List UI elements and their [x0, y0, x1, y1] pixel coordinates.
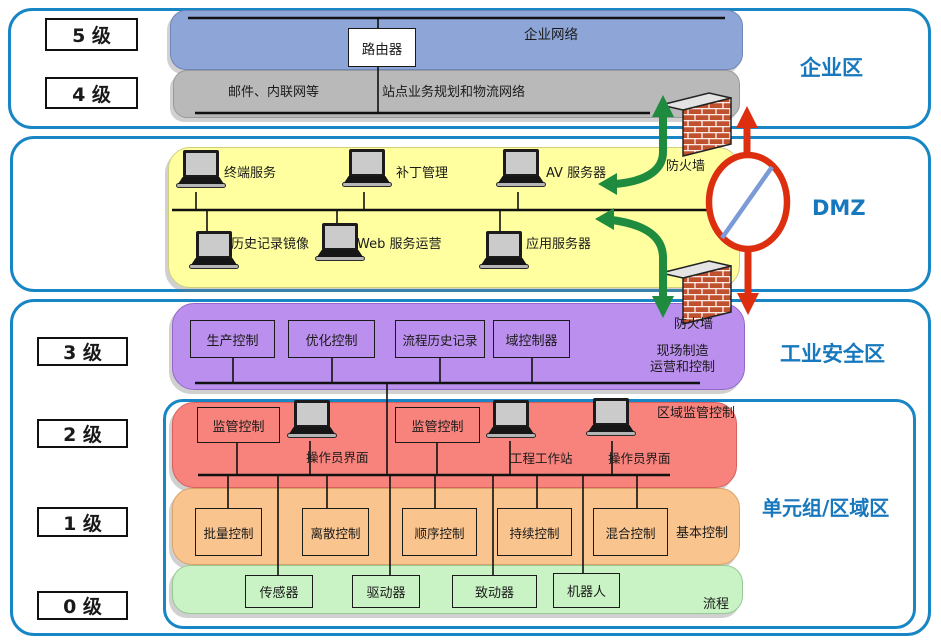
level-2-label: 2 级 [37, 419, 128, 448]
computer-icon [287, 400, 337, 444]
drive-box: 驱动器 [352, 575, 420, 608]
router-box: 路由器 [348, 28, 416, 67]
discrete-control-box: 离散控制 [302, 508, 369, 556]
batch-control-box: 批量控制 [195, 508, 262, 556]
av-server-label: AV 服务器 [546, 166, 607, 181]
mail-intranet-label: 邮件、内联网等 [228, 85, 320, 100]
industrial-zone-frame [10, 299, 931, 636]
basic-control-label: 基本控制 [676, 526, 729, 541]
hybrid-control-box: 混合控制 [593, 508, 668, 556]
firewall-bottom-label: 防火墙 [674, 317, 714, 332]
engineering-workstation-label: 工程工作站 [510, 451, 573, 466]
patch-management-label: 补丁管理 [396, 166, 449, 181]
level-0-label: 0 级 [37, 591, 128, 620]
zone-label-dmz: DMZ [812, 196, 866, 220]
area-supervisory-control-label: 区域监管控制 [657, 406, 736, 421]
sensor-box: 传感器 [245, 575, 313, 608]
continuous-control-box: 持续控制 [497, 508, 572, 556]
level-5-label: 5 级 [45, 18, 138, 51]
computer-icon [342, 149, 392, 193]
zone-label-enterprise: 企业区 [800, 56, 863, 80]
enterprise-network-label: 企业网络 [524, 27, 578, 43]
zone-label-cell-area: 单元组/区域区 [762, 496, 890, 520]
office-network-bar [173, 70, 740, 118]
zone-label-industrial: 工业安全区 [780, 342, 885, 366]
note-line1: 现场制造 [656, 344, 709, 359]
supervisory-control-box-1: 监管控制 [197, 407, 280, 443]
sequence-control-box: 顺序控制 [402, 508, 477, 556]
computer-icon [586, 398, 636, 442]
computer-icon [479, 231, 529, 275]
site-business-label: 站点业务规划和物流网络 [382, 85, 526, 100]
operator-interface-label-2: 操作员界面 [608, 451, 671, 466]
computer-icon [486, 400, 536, 444]
app-server-label: 应用服务器 [526, 237, 592, 252]
firewall-top-label: 防火墙 [666, 159, 706, 174]
optimizing-control-box: 优化控制 [288, 320, 375, 358]
supervisory-control-box-2: 监管控制 [395, 407, 480, 443]
process-history-box: 流程历史记录 [395, 320, 485, 358]
level-4-label: 4 级 [45, 77, 138, 109]
enterprise-network-bar [170, 10, 743, 70]
web-services-label: Web 服务运营 [357, 237, 442, 252]
terminal-services-label: 终端服务 [224, 166, 277, 181]
process-label: 流程 [703, 597, 730, 612]
level-3-label: 3 级 [37, 337, 128, 366]
site-manufacturing-note: 现场制造 运营和控制 [640, 344, 725, 375]
cell-area-zone-frame [163, 399, 916, 629]
operator-interface-label-1: 操作员界面 [306, 450, 369, 465]
actuator-box: 致动器 [452, 575, 537, 608]
dmz-zone-frame [10, 136, 931, 292]
robot-box: 机器人 [553, 573, 620, 608]
historian-mirror-label: 历史记录镜像 [231, 237, 310, 252]
computer-icon [176, 150, 226, 194]
production-control-box: 生产控制 [190, 320, 275, 358]
note-line2: 运营和控制 [649, 359, 715, 375]
domain-controller-box: 域控制器 [493, 320, 570, 358]
enterprise-zone-frame [8, 8, 931, 129]
level-1-label: 1 级 [37, 507, 128, 537]
computer-icon [496, 149, 546, 193]
